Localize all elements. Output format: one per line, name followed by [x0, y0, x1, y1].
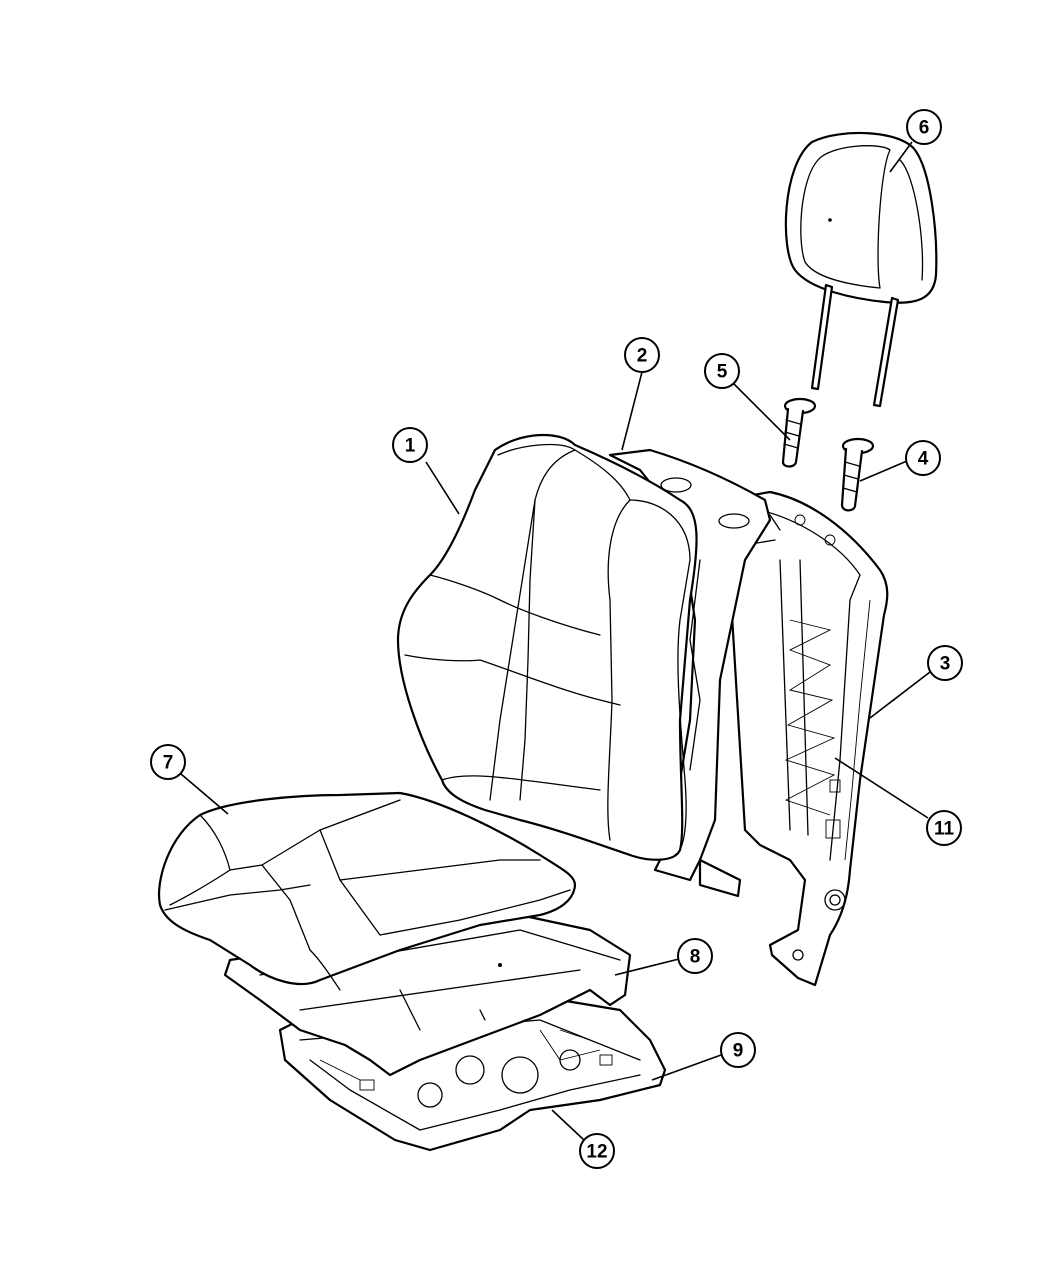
leader-11	[834, 757, 929, 819]
callout-1-label: 1	[405, 436, 416, 457]
leader-3	[869, 671, 931, 719]
callout-12-label: 12	[586, 1142, 607, 1163]
callout-3: 3	[927, 645, 963, 681]
callout-6-label: 6	[919, 118, 930, 139]
callout-5: 5	[704, 353, 740, 389]
callout-3-label: 3	[940, 654, 951, 675]
callout-4: 4	[905, 440, 941, 476]
leader-7	[180, 773, 229, 815]
callout-6: 6	[906, 109, 942, 145]
callout-8: 8	[677, 938, 713, 974]
leader-9	[651, 1054, 722, 1081]
leader-1	[425, 461, 460, 515]
headrest-guide-right	[840, 437, 875, 512]
callout-1: 1	[392, 427, 428, 463]
seat-cushion-cover	[158, 791, 577, 991]
leader-lines	[180, 141, 931, 1141]
leader-5	[733, 383, 791, 441]
callout-2: 2	[624, 337, 660, 373]
leader-2	[621, 371, 643, 451]
leader-4	[859, 460, 908, 482]
seat-back-frame	[723, 490, 889, 987]
callout-7: 7	[150, 744, 186, 780]
callout-9-label: 9	[733, 1041, 744, 1062]
headrest	[784, 131, 938, 408]
callout-2-label: 2	[637, 346, 648, 367]
leader-12	[551, 1109, 585, 1141]
callout-5-label: 5	[717, 362, 728, 383]
callout-8-label: 8	[690, 947, 701, 968]
callout-7-label: 7	[163, 753, 174, 774]
headrest-guide-left	[781, 397, 817, 468]
leader-6	[889, 141, 913, 173]
seat-back-cover	[396, 433, 698, 861]
callout-4-label: 4	[918, 449, 929, 470]
callout-11-label: 11	[934, 819, 955, 840]
callout-11: 11	[926, 810, 962, 846]
leader-8	[614, 958, 680, 976]
callout-9: 9	[720, 1032, 756, 1068]
callout-12: 12	[579, 1133, 615, 1169]
